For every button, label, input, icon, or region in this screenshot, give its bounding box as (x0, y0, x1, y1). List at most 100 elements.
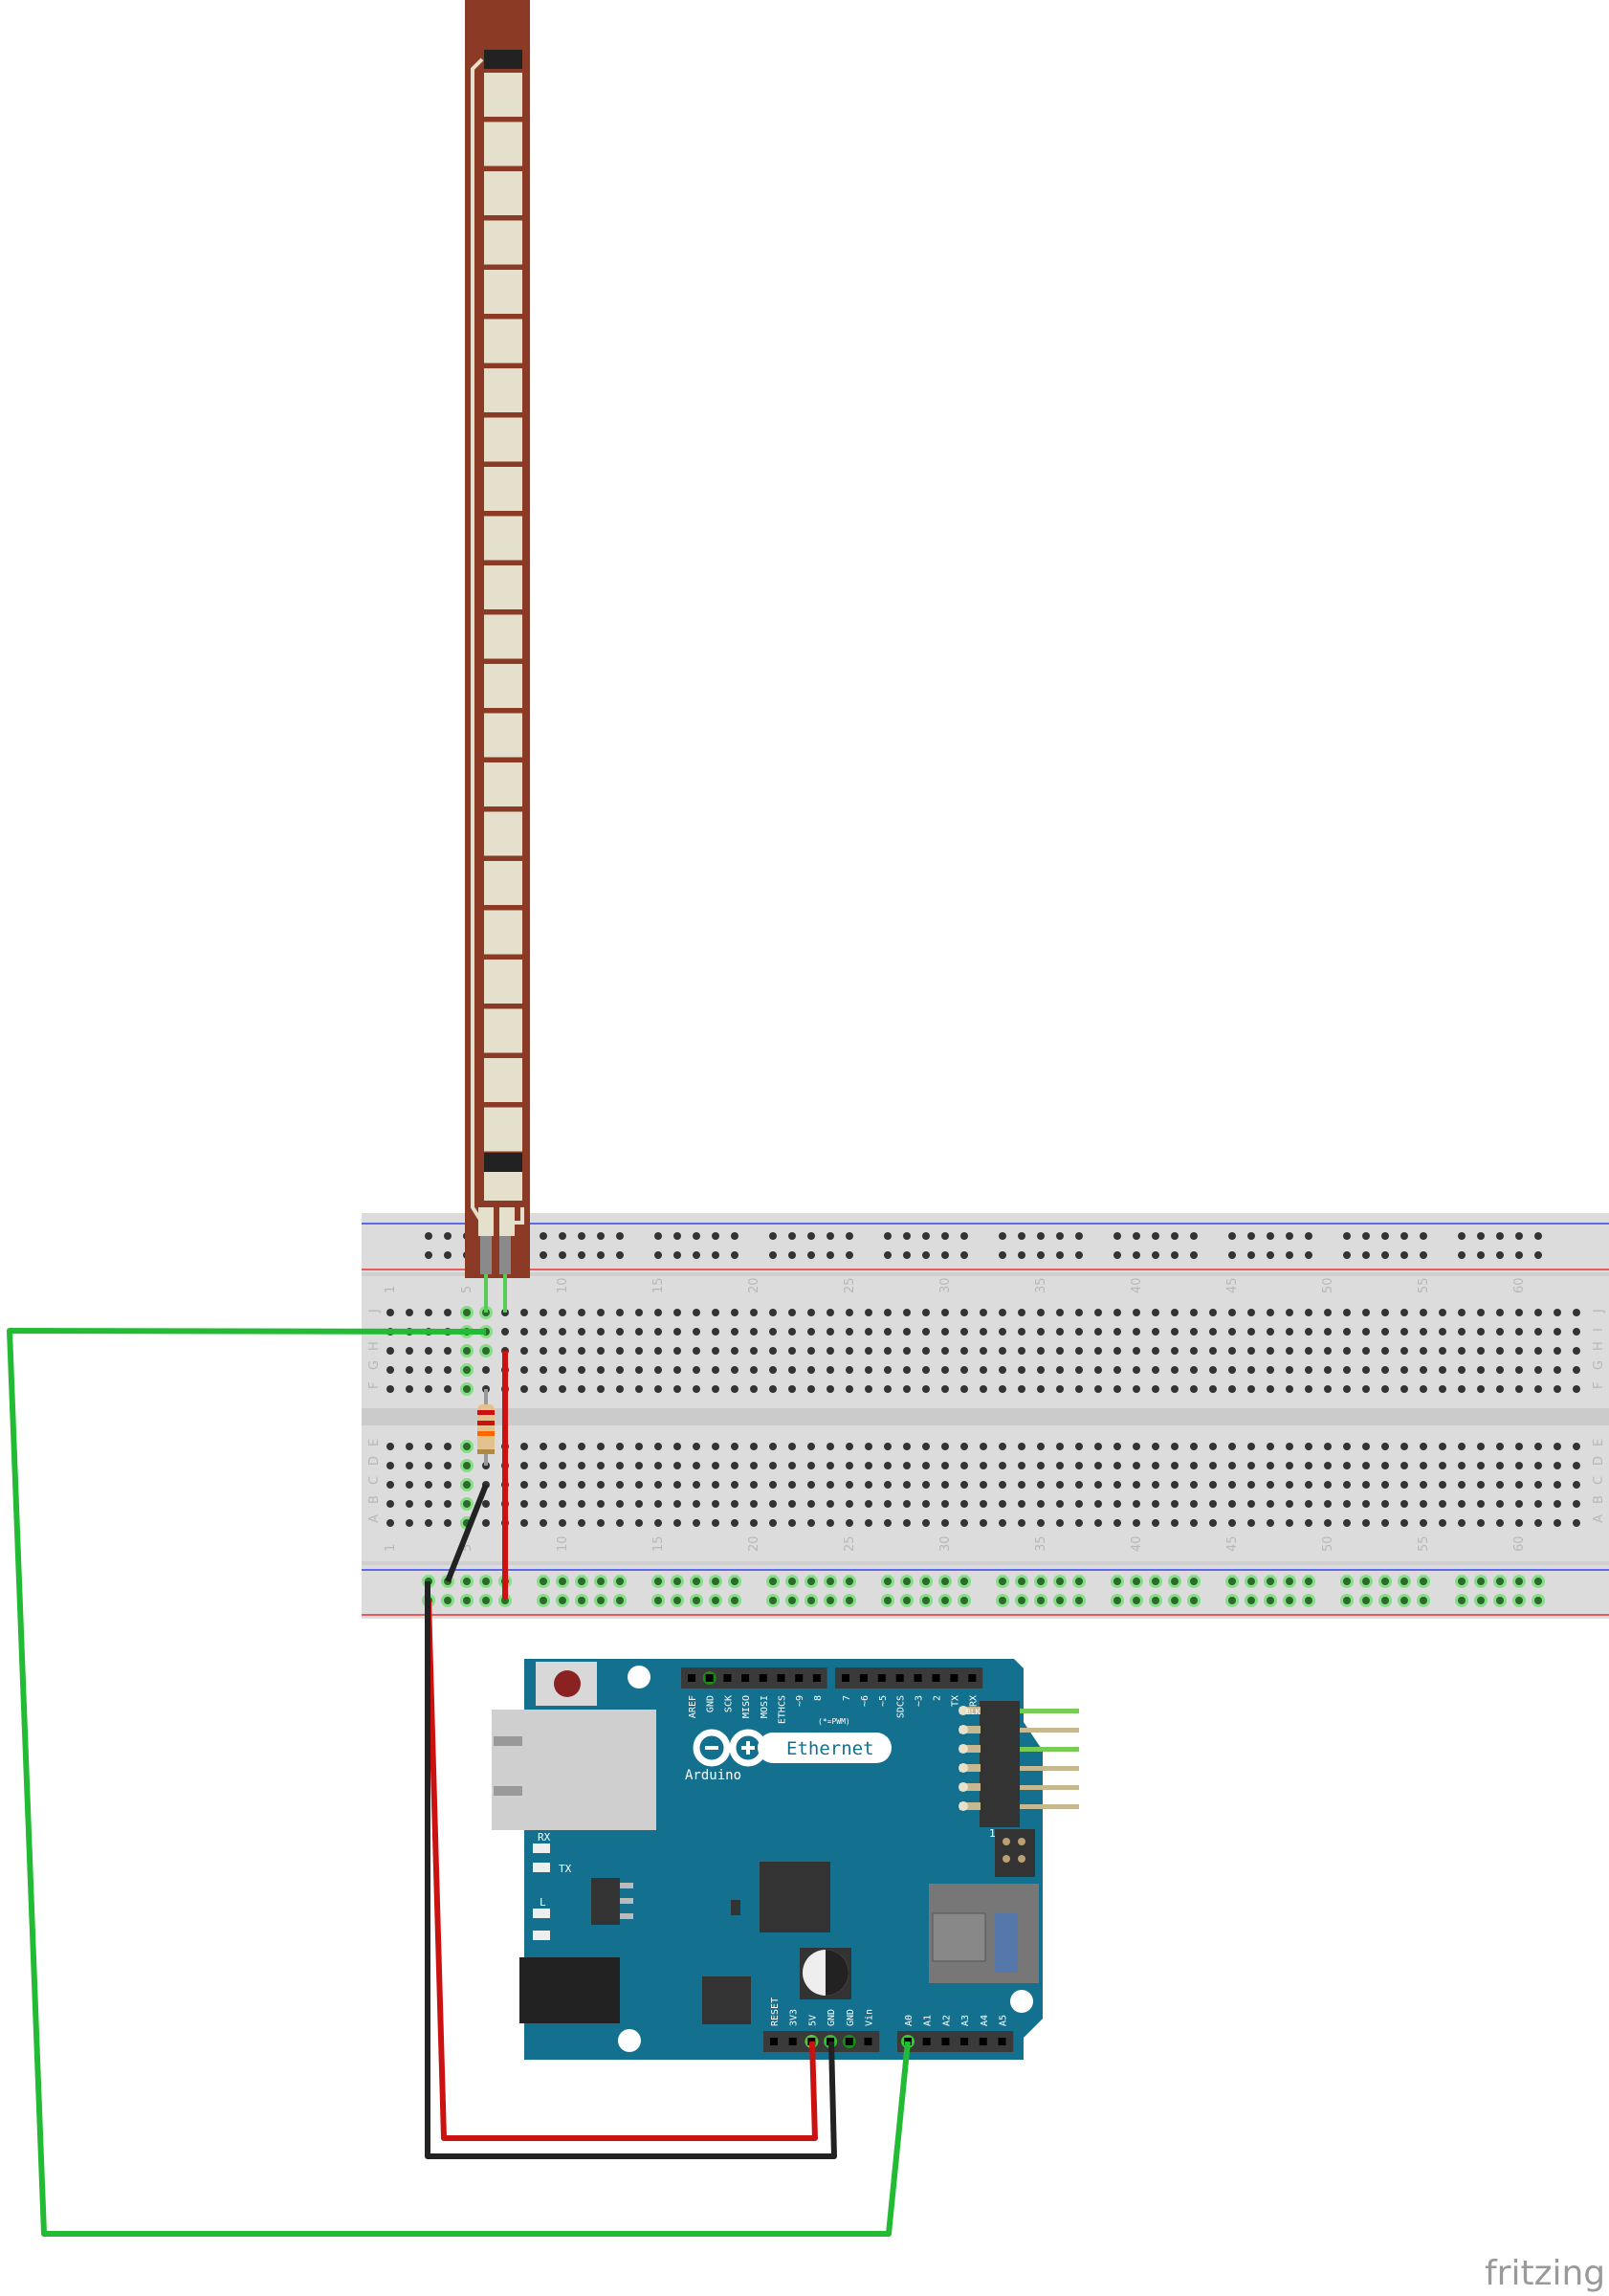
pin-label: RX (968, 1695, 979, 1707)
breadboard-hole (1305, 1309, 1312, 1316)
rail-hole (731, 1232, 738, 1240)
breadboard-hole (1362, 1347, 1370, 1355)
row-letter: C (367, 1476, 382, 1485)
breadboard-hole (1133, 1519, 1140, 1527)
breadboard-hole (1324, 1481, 1332, 1489)
breadboard-hole (731, 1328, 738, 1336)
rail-hole (1381, 1251, 1389, 1259)
arduino-ethernet-board[interactable]: RX TX L BLK 1 Arduino Ethernet ( (492, 1659, 1079, 2060)
flex-sensor-segment (484, 960, 522, 1004)
breadboard-hole (941, 1366, 949, 1374)
led-power (533, 1931, 550, 1940)
rail-hole (884, 1251, 892, 1259)
breadboard-hole (386, 1500, 394, 1508)
rail-hole (712, 1232, 719, 1240)
rail-hole (1420, 1578, 1427, 1585)
rail-hole (788, 1578, 796, 1585)
mounting-hole (618, 2029, 641, 2052)
row-letter: J (1592, 1309, 1606, 1314)
breadboard-hole (673, 1462, 681, 1469)
breadboard-hole (1190, 1462, 1198, 1469)
breadboard-hole (1362, 1519, 1370, 1527)
breadboard-hole (1094, 1481, 1102, 1489)
breadboard-hole (1228, 1481, 1236, 1489)
resistor[interactable] (477, 1389, 495, 1466)
rail-hole (482, 1597, 490, 1604)
breadboard-hole (540, 1309, 547, 1316)
pin-label: GND (846, 2009, 856, 2026)
breadboard-hole (1400, 1309, 1408, 1316)
breadboard-hole (444, 1347, 452, 1355)
breadboard-hole (1056, 1481, 1064, 1489)
breadboard-hole (960, 1481, 968, 1489)
rail-hole (731, 1251, 738, 1259)
flex-sensor[interactable] (465, 0, 530, 1313)
flex-sensor-segment (484, 319, 522, 364)
breadboard-hole (1305, 1366, 1312, 1374)
rail-hole (1190, 1597, 1198, 1604)
led-tx (533, 1863, 550, 1872)
row-letter: I (1592, 1328, 1606, 1332)
breadboard-hole (750, 1309, 758, 1316)
wire-ground-jumper[interactable] (445, 1483, 489, 1583)
breadboard-hole (903, 1500, 911, 1508)
rail-hole (1286, 1578, 1293, 1585)
breadboard-hole (1496, 1500, 1504, 1508)
breadboard-hole (1362, 1443, 1370, 1450)
wire-5v[interactable] (426, 1600, 818, 2141)
wire-signal-a0[interactable] (7, 1328, 911, 2237)
breadboard-hole (1018, 1481, 1025, 1489)
breadboard-hole (827, 1347, 834, 1355)
flex-sensor-segment (484, 368, 522, 412)
reset-button-cap[interactable] (554, 1670, 581, 1697)
breadboard-hole (1018, 1366, 1025, 1374)
breadboard-hole (406, 1462, 413, 1469)
pin-label: A1 (923, 2015, 934, 2026)
breadboard-hole (1343, 1366, 1351, 1374)
rail-hole (846, 1578, 853, 1585)
rail-hole (1458, 1597, 1466, 1604)
breadboard-hole (1133, 1385, 1140, 1393)
rail-hole (1305, 1251, 1312, 1259)
breadboard-hole (1362, 1385, 1370, 1393)
breadboard-hole (980, 1366, 987, 1374)
column-number: 50 (1321, 1535, 1335, 1552)
breadboard-hole (769, 1481, 777, 1489)
wire-gnd[interactable] (425, 1581, 837, 2159)
flex-sensor-segment (484, 614, 522, 659)
breadboard-hole (1458, 1481, 1466, 1489)
rail-hole (999, 1597, 1006, 1604)
rail-hole (1075, 1597, 1083, 1604)
flex-sensor-segment (484, 220, 522, 265)
breadboard-hole (386, 1519, 394, 1527)
breadboard-hole (597, 1481, 605, 1489)
rail-hole (693, 1578, 700, 1585)
pin-label: 5V (807, 2015, 818, 2026)
breadboard-hole (578, 1519, 585, 1527)
breadboard-hole (1400, 1366, 1408, 1374)
breadboard-hole (1400, 1328, 1408, 1336)
rail-hole (597, 1597, 605, 1604)
breadboard-hole (1247, 1500, 1255, 1508)
flex-sensor-segment (484, 73, 522, 117)
breadboard-hole (1094, 1366, 1102, 1374)
breadboard-hole (1075, 1443, 1083, 1450)
breadboard-hole (846, 1519, 853, 1527)
breadboard-center-channel (362, 1408, 1609, 1425)
icsp-pin-lead (1020, 1747, 1079, 1752)
breadboard-hole (520, 1385, 528, 1393)
rail-hole (903, 1578, 911, 1585)
rail-hole (903, 1597, 911, 1604)
breadboard-hole (999, 1328, 1006, 1336)
breadboard-hole (1573, 1519, 1580, 1527)
rail-separator (362, 1561, 1609, 1565)
header-pin (845, 2038, 853, 2045)
rail-hole (807, 1597, 815, 1604)
icsp-pin-lead (1020, 1728, 1079, 1733)
breadboard-hole (1094, 1443, 1102, 1450)
pin-label: SCK (723, 1695, 734, 1712)
rail-hole (1305, 1578, 1312, 1585)
breadboard-hole (922, 1328, 930, 1336)
breadboard-hole (731, 1519, 738, 1527)
breadboard-hole (1075, 1347, 1083, 1355)
